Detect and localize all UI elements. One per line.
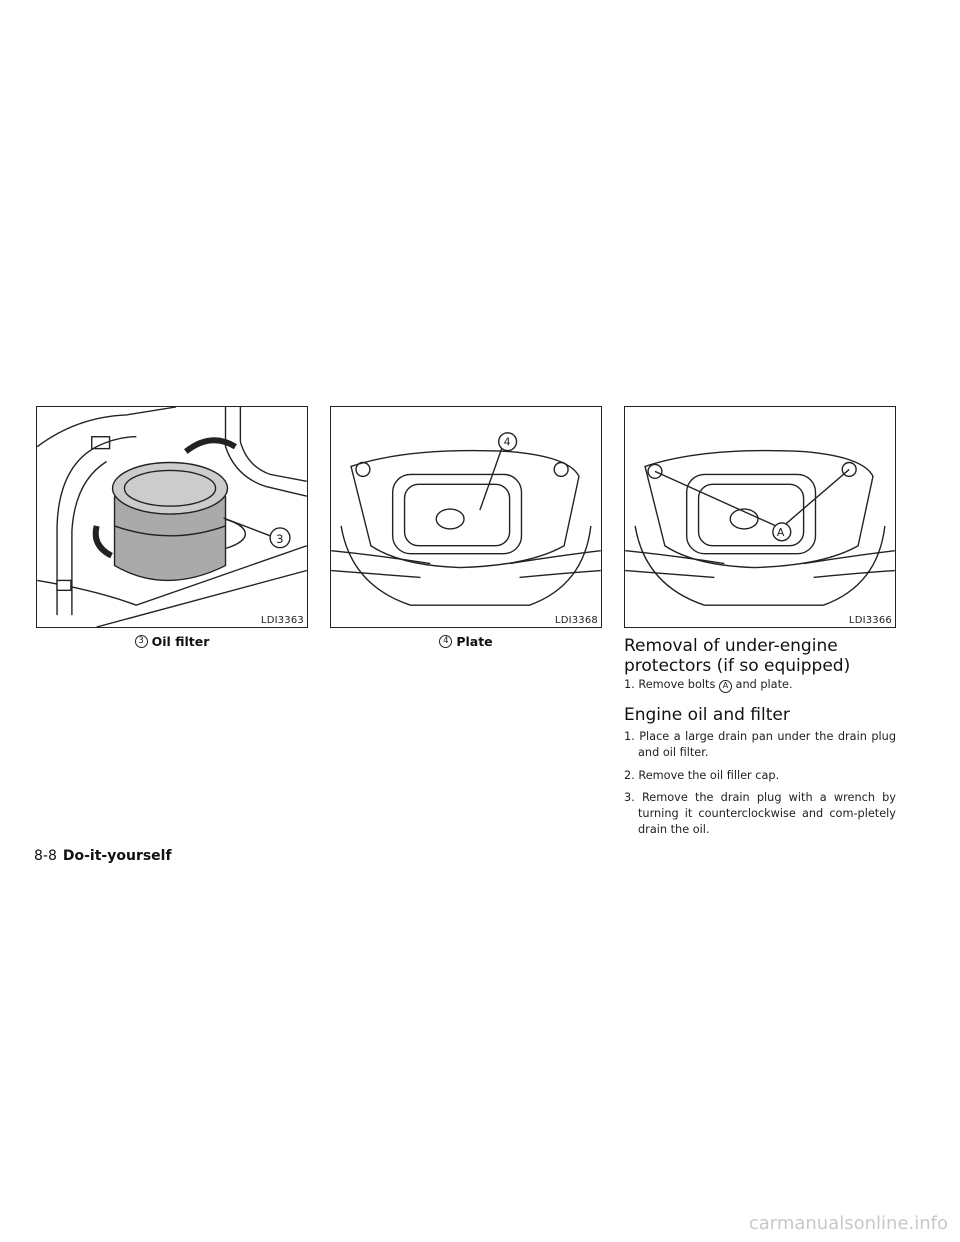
caption-text: Plate bbox=[456, 633, 493, 649]
bolts-illustration: A bbox=[625, 449, 895, 606]
removal-heading-line2: protectors (if so equipped) bbox=[624, 656, 851, 676]
engine-oil-step-2: 2. Remove the oil filler cap. bbox=[624, 769, 780, 782]
engine-oil-step-3: 3. Remove the drain plug with a wrench b… bbox=[624, 791, 896, 836]
page-footer: 8-8 Do-it-yourself bbox=[34, 848, 172, 864]
figure-code: LDI3368 bbox=[554, 615, 598, 626]
figure-code: LDI3363 bbox=[260, 615, 304, 626]
svg-text:4: 4 bbox=[504, 436, 511, 449]
caption-text: Oil filter bbox=[151, 633, 210, 649]
engine-oil-step-1: 1. Place a large drain pan under the dra… bbox=[624, 730, 896, 759]
oil-filter-illustration: 3 bbox=[37, 407, 307, 627]
callout-marker: 4 bbox=[439, 634, 453, 648]
removal-heading: Removal of under-engine protectors (if s… bbox=[624, 636, 850, 676]
page-number: 8-8 bbox=[34, 848, 57, 864]
svg-text:A: A bbox=[777, 526, 785, 539]
removal-step-prefix: 1. Remove bolts bbox=[624, 678, 716, 691]
figure-code: LDI3366 bbox=[848, 615, 892, 626]
bolt-marker: A bbox=[718, 679, 732, 693]
engine-oil-heading: Engine oil and filter bbox=[624, 705, 790, 725]
caption-plate: 4 Plate bbox=[330, 632, 602, 650]
removal-heading-line1: Removal of under-engine bbox=[624, 636, 838, 656]
watermark: carmanualsonline.info bbox=[748, 1213, 948, 1234]
callout-marker: 3 bbox=[134, 634, 148, 648]
removal-step-1: 1. Remove bolts A and plate. bbox=[624, 677, 896, 693]
figure-bolts: A LDI3366 bbox=[624, 406, 896, 628]
caption-oil-filter: 3 Oil filter bbox=[36, 632, 308, 650]
figure-plate: 4 LDI3368 bbox=[330, 406, 602, 628]
removal-step-suffix: and plate. bbox=[735, 678, 793, 691]
plate-illustration: 4 bbox=[331, 432, 601, 606]
figure-oil-filter: 3 LDI3363 bbox=[36, 406, 308, 628]
section-name: Do-it-yourself bbox=[62, 848, 172, 864]
svg-text:3: 3 bbox=[276, 532, 284, 546]
